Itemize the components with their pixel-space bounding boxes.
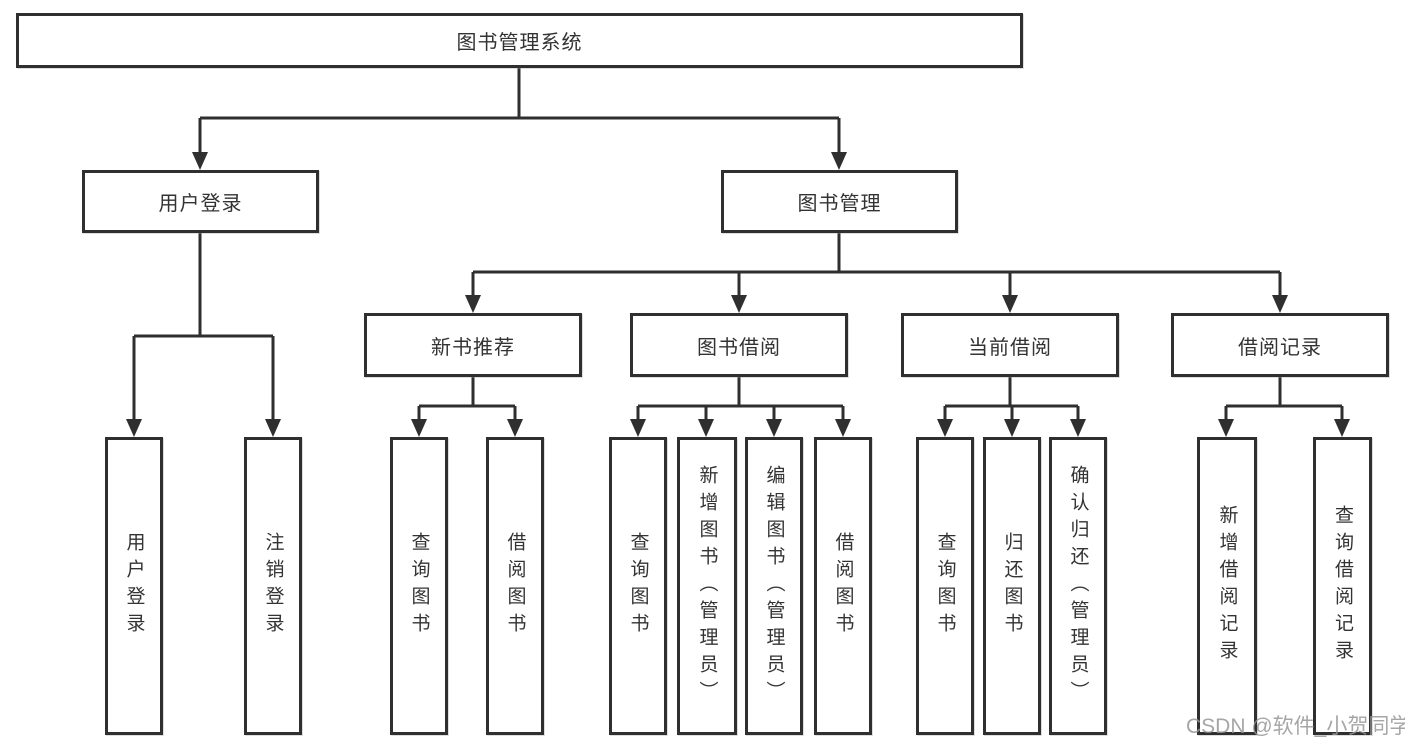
leaf-query-borrow-record: 查询借阅记录 [1313,437,1372,735]
leaf-add-borrow-record: 新增借阅记录 [1197,437,1257,735]
csdn-watermark: CSDN @软件_小贺同学 [1186,715,1405,738]
leaf-return-books: 归还图书 [983,437,1041,735]
leaf-logout: 注销登录 [244,437,302,735]
leaf-confirm-return-admin: 确认归还（管理员） [1049,437,1107,735]
node-borrowing-records: 借阅记录 [1171,313,1389,377]
leaf-edit-book-admin: 编辑图书（管理员） [745,437,803,735]
leaf-query-books-current: 查询图书 [916,437,974,735]
node-book-borrowing: 图书借阅 [630,313,848,377]
leaf-query-books-borrowing: 查询图书 [609,437,667,735]
node-current-borrowing: 当前借阅 [901,313,1119,377]
leaf-borrow-books-recommendation: 借阅图书 [486,437,544,735]
leaf-query-books-recommendation: 查询图书 [390,437,448,735]
node-library-management-system: 图书管理系统 [16,13,1023,68]
leaf-borrow-books-borrowing: 借阅图书 [814,437,872,735]
leaf-add-book-admin: 新增图书（管理员） [677,437,737,735]
node-user-login: 用户登录 [82,170,319,233]
node-new-book-recommendation: 新书推荐 [364,313,582,377]
leaf-user-login: 用户登录 [105,437,163,735]
node-book-management: 图书管理 [721,170,958,233]
